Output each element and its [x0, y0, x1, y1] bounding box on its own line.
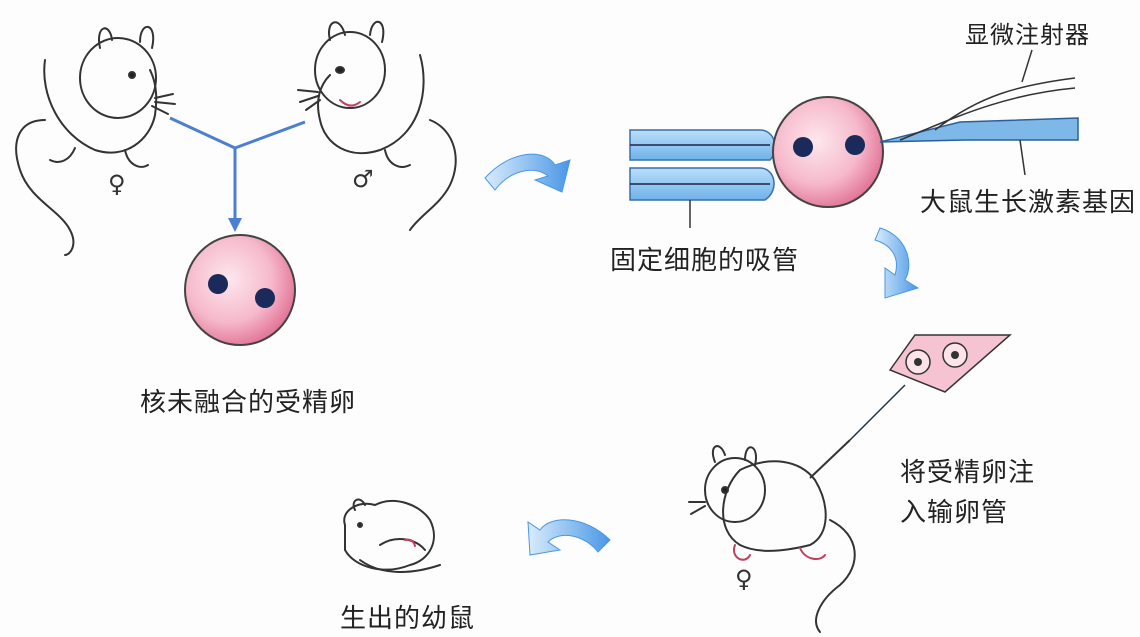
label-holding-pipette: 固定细胞的吸管 — [610, 246, 800, 276]
label-unfused-egg: 核未融合的受精卵 — [140, 388, 357, 418]
merge-lines — [169, 116, 306, 232]
female-symbol-icon-2: ♀ — [735, 565, 753, 593]
label-inject-line1: 将受精卵注 — [900, 458, 1036, 488]
label-inject-line2: 入输卵管 — [900, 498, 1009, 528]
arrow-2 — [874, 227, 920, 299]
male-mouse — [297, 21, 457, 231]
label-microinjector: 显微注射器 — [965, 21, 1090, 49]
label-offspring: 生出的幼鼠 — [340, 604, 476, 634]
microinjector — [879, 49, 1079, 176]
holding-pipette — [629, 129, 776, 228]
arrow-3 — [527, 519, 611, 556]
label-gene: 大鼠生长激素基因 — [920, 188, 1137, 218]
female-mouse — [15, 25, 176, 256]
syringe — [809, 334, 1012, 479]
injected-egg — [772, 96, 884, 208]
recipient-mouse — [688, 445, 856, 633]
offspring-mice — [343, 498, 441, 573]
unfused-egg — [184, 234, 296, 346]
male-symbol-icon: ♂ — [352, 165, 374, 193]
female-symbol-icon: ♀ — [108, 170, 126, 198]
arrow-1 — [484, 153, 571, 193]
